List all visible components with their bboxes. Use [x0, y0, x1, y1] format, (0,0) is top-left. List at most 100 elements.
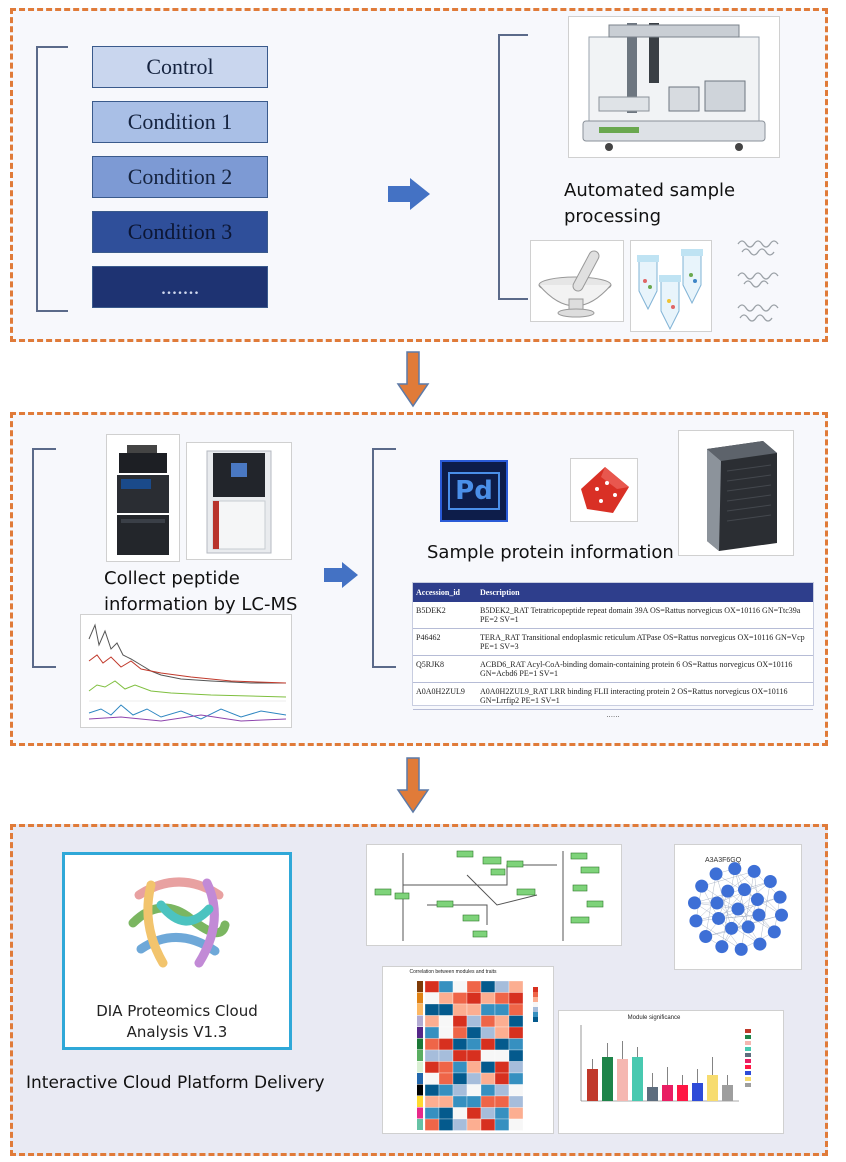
condition-box: Control	[92, 46, 268, 88]
heatmap-cell	[480, 1061, 496, 1074]
heatmap-cell	[480, 1095, 496, 1108]
heatmap-cell	[466, 1038, 482, 1051]
module-color-swatch	[417, 1050, 423, 1061]
heatmap-cell	[424, 992, 440, 1005]
heatmap-cell	[424, 1026, 440, 1039]
mass-spectrometer-image	[186, 442, 292, 560]
bar	[587, 1069, 598, 1101]
heatmap-cell	[438, 1015, 454, 1028]
bar	[617, 1059, 628, 1101]
heatmap-cell	[424, 1049, 440, 1062]
barchart-title: Module significance	[627, 1015, 681, 1021]
network-edge	[718, 896, 781, 919]
condition-box: Condition 1	[92, 101, 268, 143]
heatmap-cell	[424, 1038, 440, 1051]
lcms-bracket	[32, 448, 56, 668]
protein-info-label: Sample protein information	[427, 542, 674, 563]
heatmap-cell	[452, 1118, 468, 1131]
heatmap-cell	[424, 1084, 440, 1097]
heatmap-cell	[438, 1072, 454, 1085]
proteome-discoverer-icon: Pd	[440, 460, 508, 522]
legend-swatch	[745, 1083, 751, 1087]
module-color-swatch	[417, 1004, 423, 1015]
network-edge	[734, 868, 749, 927]
network-edge	[716, 902, 761, 945]
heatmap-cell	[424, 1107, 440, 1120]
heatmap-cell	[438, 1084, 454, 1097]
heatmap-cell	[466, 1026, 482, 1039]
heatmap-cell	[480, 1118, 496, 1131]
chromatogram-plot	[80, 614, 292, 728]
down-arrow-icon	[396, 351, 430, 408]
heatmap-cell	[480, 1038, 496, 1051]
legend-swatch	[745, 1065, 751, 1069]
legend-swatch	[745, 1035, 751, 1039]
heatmap-cell	[424, 1118, 440, 1131]
lcms-label: Collect peptide information by LC-MS	[104, 568, 298, 615]
heatmap-cell	[480, 1015, 496, 1028]
module-trait-heatmap: Correlation between modules and traits	[382, 966, 554, 1134]
heatmap-cell	[466, 1072, 482, 1085]
accession-cell: A0A0H2ZUL9	[413, 682, 477, 710]
legend-swatch	[745, 1047, 751, 1051]
heatmap-cell	[480, 980, 496, 993]
heatmap-cell	[466, 980, 482, 993]
module-color-swatch	[417, 1038, 423, 1050]
heatmap-cell	[480, 1049, 496, 1062]
network-edge	[715, 873, 732, 929]
network-edge	[741, 871, 755, 950]
heatmap-cell	[424, 1095, 440, 1108]
network-node	[734, 942, 748, 956]
bar	[722, 1085, 733, 1101]
automation-label: Automated sample processing	[564, 180, 736, 227]
cloud-app-card[interactable]: DIA Proteomics Cloud Analysis V1.3	[62, 852, 292, 1050]
network-node	[750, 893, 764, 907]
heatmap-cell	[480, 992, 496, 1005]
network-node	[767, 925, 781, 939]
heatmap-cell	[508, 1015, 524, 1028]
heatmap-cell	[438, 1038, 454, 1051]
heatmap-title: Correlation between modules and traits	[409, 969, 497, 975]
module-color-swatch	[417, 981, 423, 992]
heatmap-cell	[508, 1038, 524, 1051]
condition-box: Condition 2	[92, 156, 268, 198]
heatmap-cell	[424, 1061, 440, 1074]
protein-structure-icon	[128, 877, 230, 968]
module-color-swatch	[417, 1073, 423, 1084]
module-color-swatch	[417, 992, 423, 1004]
right-arrow-icon	[388, 178, 430, 210]
network-node	[688, 896, 702, 910]
heatmap-cell	[452, 1026, 468, 1039]
accession-cell: Q5RJK8	[413, 655, 477, 683]
heatmap-cell	[508, 1061, 524, 1074]
network-node-label: A3A3F6GQ	[705, 857, 742, 864]
heatmap-cell	[494, 980, 510, 993]
heatmap-cell	[494, 1026, 510, 1039]
heatmap-cell	[508, 1026, 524, 1039]
network-node	[747, 864, 761, 878]
heatmap-cell	[494, 1118, 510, 1131]
peptide-fragments-icon	[737, 240, 779, 322]
network-node	[763, 875, 777, 889]
heatmap-cell	[438, 1026, 454, 1039]
heatmap-cell	[494, 1072, 510, 1085]
accession-cell: P46462	[413, 628, 477, 656]
heatmap-cell	[452, 1095, 468, 1108]
description-cell: A0A0H2ZUL9_RAT LRR binding FLII interact…	[477, 682, 813, 710]
heatmap-cell	[508, 1084, 524, 1097]
network-node	[695, 879, 709, 893]
network-node	[724, 921, 738, 935]
accession-cell: B5DEK2	[413, 602, 477, 629]
right-arrow-icon	[324, 562, 358, 588]
column-header: Accession_id	[413, 583, 477, 602]
heatmap-cell	[452, 980, 468, 993]
legend-swatch	[745, 1077, 751, 1081]
network-node	[731, 902, 745, 916]
heatmap-legend-swatch	[533, 1007, 538, 1012]
processing-bracket	[498, 34, 528, 300]
heatmap-cell	[494, 1107, 510, 1120]
network-edge	[734, 868, 782, 916]
module-color-swatch	[417, 1096, 423, 1107]
